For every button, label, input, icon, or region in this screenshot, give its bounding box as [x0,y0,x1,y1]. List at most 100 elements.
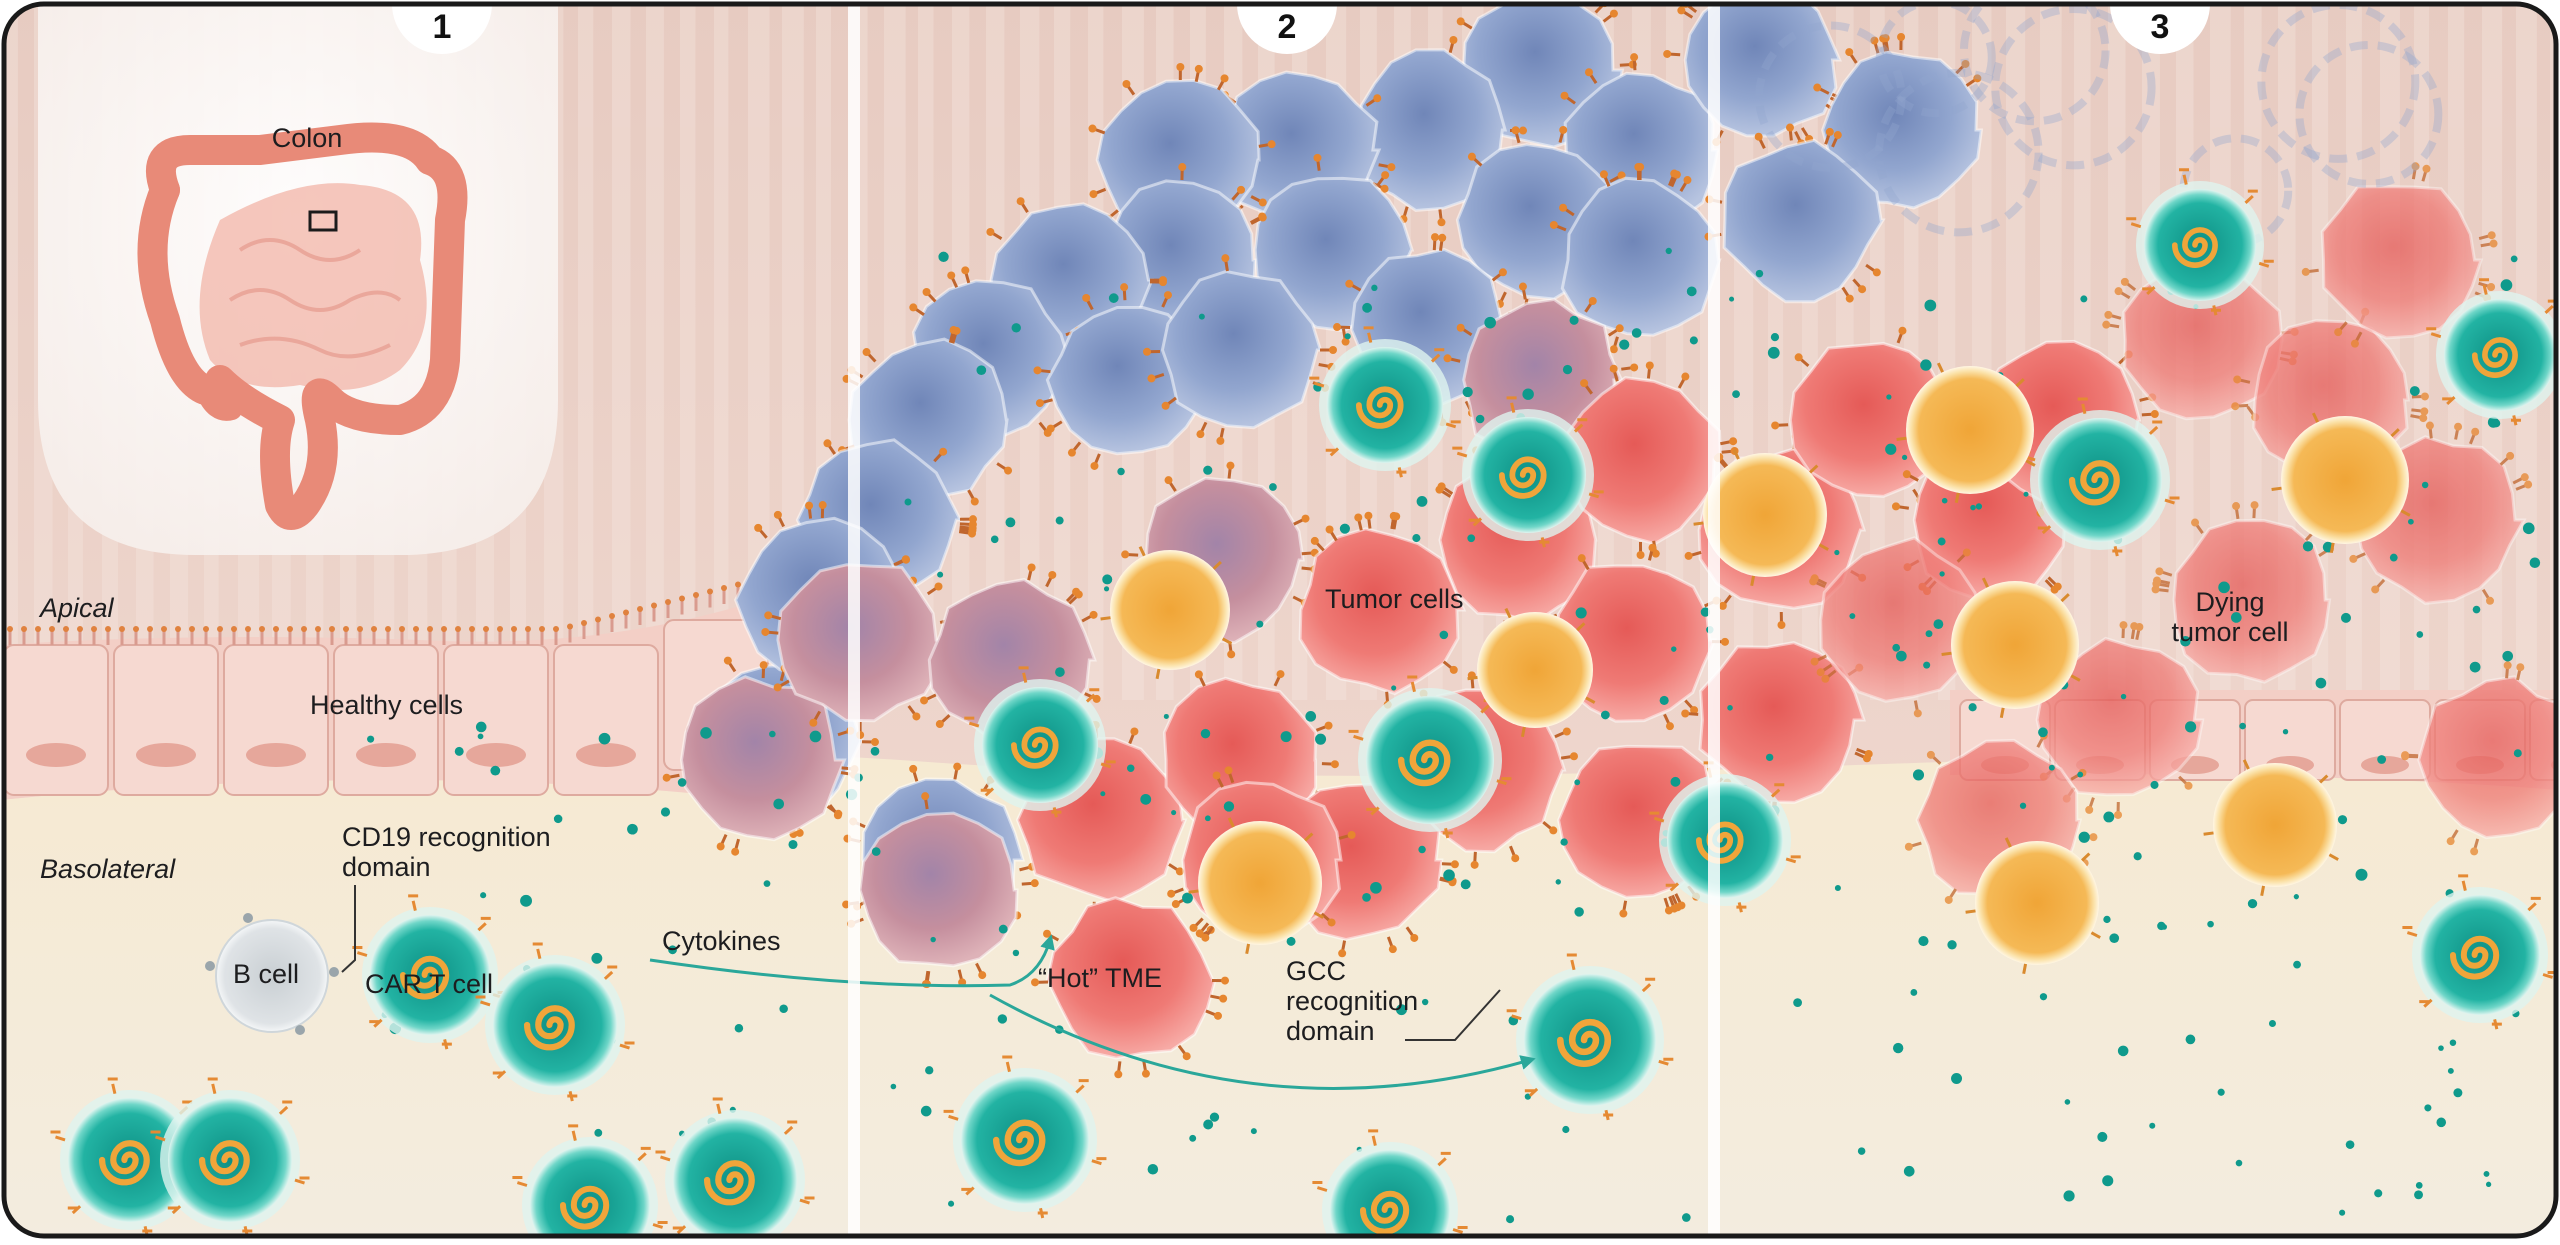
cytokine-dot [1939,571,1944,576]
cytokine-dot [1834,550,1839,555]
label-tumor-cells: Tumor cells [1325,584,1464,614]
colon-inset [38,0,558,555]
cytokine-dot [1560,838,1567,845]
cytokine-dot [1109,293,1119,303]
label-gcc-line3: domain [1286,1016,1375,1046]
healthy-cell-nucleus [466,743,526,767]
label-car-t-cell: CAR T cell [365,969,493,999]
cytokine-dot [1345,333,1351,339]
cytokine-dot [1556,879,1561,884]
cytokine-dot [2118,1046,2129,1057]
cytokine-dot [872,847,881,856]
cytokine-dot [2063,1190,2074,1201]
cytokine-dot [1858,1147,1865,1154]
cytokine-dot [476,722,487,733]
cytokine-dot [1013,950,1019,956]
svg-text:3: 3 [2151,8,2170,46]
cytokine-dot [1768,347,1780,359]
cytokine-dot [1104,586,1109,591]
cytokine-dot [2077,772,2083,778]
cytokine-dot [1976,503,1982,509]
label-healthy-cells: Healthy cells [310,690,463,720]
cytokine-dot [554,815,563,824]
label-dying-line1: Dying [2195,587,2264,617]
cytokine-dot [591,953,602,964]
cytokine-dot [1563,365,1572,374]
cytokine-dot [998,1014,1007,1023]
cytokine-dot [1632,328,1642,338]
cytokine-dot [1224,801,1234,811]
cytokine-dot [1418,846,1425,853]
cytokine-dot [1924,300,1936,312]
cytokine-dot [1117,468,1124,475]
cytokine-dot [937,572,943,578]
cytokine-dot [2448,1068,2454,1074]
healthy-cell-nucleus [26,743,86,767]
cytokine-dot [871,747,880,756]
cytokine-dot [1835,885,1841,891]
cytokine-dot [1947,940,1956,949]
cytokine-dot [1942,498,1948,504]
cytokine-dot [1281,731,1292,742]
cytokine-dot [1391,685,1396,690]
cytokine-dot [2248,899,2257,908]
label-gcc-line2: recognition [1286,986,1418,1016]
cytokine-dot [1666,248,1672,254]
cytokine-dot [1910,989,1917,996]
cytokine-dot [1210,1112,1219,1121]
cytokine-dot [2150,781,2158,789]
cytokine-dot [991,536,999,544]
cytokine-dot [367,736,374,743]
cytokine-dot [1970,505,1976,511]
label-cd19-line2: domain [342,852,431,882]
healthy-cell-nucleus [246,743,306,767]
cytokine-dot [2065,1099,2071,1105]
cytokine-dot [2236,1160,2243,1167]
healthy-cell [224,645,328,795]
cytokine-dot [1671,777,1681,787]
cytokine-dot [1522,388,1533,399]
cytokine-dot [948,1201,954,1207]
cytokine-dot [599,733,611,745]
cytokine-dot [2103,812,2114,823]
label-gcc-line1: GCC [1286,956,1346,986]
cytokine-dot [764,880,771,887]
cytokine-dot [700,727,712,739]
cytokine-dot [2038,727,2048,737]
cytokine-dot [2080,295,2087,302]
cytokine-dot [2453,1088,2462,1097]
cytokine-dot [1100,791,1105,796]
cytokine-dot [2134,852,2142,860]
cytokine-dot [1484,317,1496,329]
cytokine-dot [1440,631,1449,640]
healthy-cell-nucleus [356,743,416,767]
cytokine-dot [2377,755,2386,764]
cytokine-dot [925,1066,933,1074]
cytokine-dot [2438,1045,2444,1051]
cytokine-dot [1140,794,1151,805]
cytokine-dot [480,892,486,898]
svg-text:2: 2 [1278,8,1297,46]
cytokine-dot [1371,285,1377,291]
cytokine-dot [2269,1020,2276,1027]
cytokine-dot [2040,993,2047,1000]
cytokine-dot [1687,286,1697,296]
cytokine-dot [1926,630,1933,637]
cytokine-dot [2523,523,2535,535]
cytokine-dot [2410,386,2420,396]
label-basolateral: Basolateral [40,854,176,884]
cytokine-dot [2316,678,2327,689]
cytokine-dot [1969,703,1977,711]
label-cytokines: Cytokines [662,926,781,956]
cytokine-dot [2416,631,2423,638]
cytokine-dot [1412,534,1420,542]
cytokine-dot [1417,496,1428,507]
cytokine-dot [1422,999,1428,1005]
label-cd19-line1: CD19 recognition [342,822,551,852]
cytokine-dot [2450,1039,2456,1045]
cytokine-dot [490,766,500,776]
cytokine-dot [2239,723,2246,730]
cytokine-dot [1896,651,1907,662]
